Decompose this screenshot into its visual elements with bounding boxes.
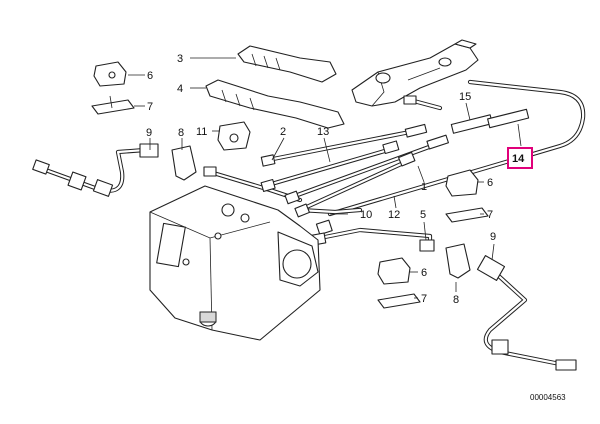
hydraulic-unit — [149, 185, 321, 341]
callout-5: 5 — [420, 209, 426, 221]
callout-14: 14 — [512, 153, 525, 165]
clip-6-top — [93, 61, 127, 87]
callout-9-right: 9 — [490, 231, 496, 243]
callout-7-low: 7 — [421, 293, 427, 305]
callout-14-highlight: 14 — [507, 147, 533, 169]
callout-6-low: 6 — [421, 267, 427, 279]
clip-6-low — [377, 257, 411, 285]
callout-6-mid: 6 — [487, 177, 493, 189]
master-cylinder — [351, 39, 479, 107]
leader-lines — [128, 57, 522, 299]
callout-2: 2 — [280, 126, 286, 138]
bracket-7-top — [91, 95, 135, 115]
flex-hose-left — [32, 143, 159, 197]
callout-10: 10 — [360, 209, 372, 221]
callout-7-top: 7 — [147, 101, 153, 113]
callout-15: 15 — [459, 91, 471, 103]
bracket-8-left — [171, 145, 197, 181]
grommet-11 — [217, 121, 251, 151]
bracket-7-low — [377, 293, 421, 309]
callout-1: 1 — [421, 181, 427, 193]
callout-7-mid: 7 — [487, 209, 493, 221]
fittings — [203, 95, 530, 252]
flex-hose-right — [476, 255, 577, 371]
callout-9-left: 9 — [146, 127, 152, 139]
callout-3: 3 — [177, 53, 183, 65]
callout-4: 4 — [177, 83, 183, 95]
callout-8-right: 8 — [453, 294, 459, 306]
callout-11: 11 — [196, 126, 207, 138]
brake-line-14 — [327, 79, 586, 217]
bracket-8-right — [445, 243, 471, 279]
callout-13: 13 — [317, 126, 329, 138]
clip-6-mid — [445, 169, 479, 197]
callout-12: 12 — [388, 209, 400, 221]
clamp-strip-4 — [205, 79, 345, 129]
diagram-reference-number: 00004563 — [530, 393, 566, 402]
clamp-strip-3 — [237, 45, 337, 83]
callout-8-left: 8 — [178, 127, 184, 139]
callout-6-top: 6 — [147, 70, 153, 82]
bracket-7-mid — [445, 207, 489, 223]
